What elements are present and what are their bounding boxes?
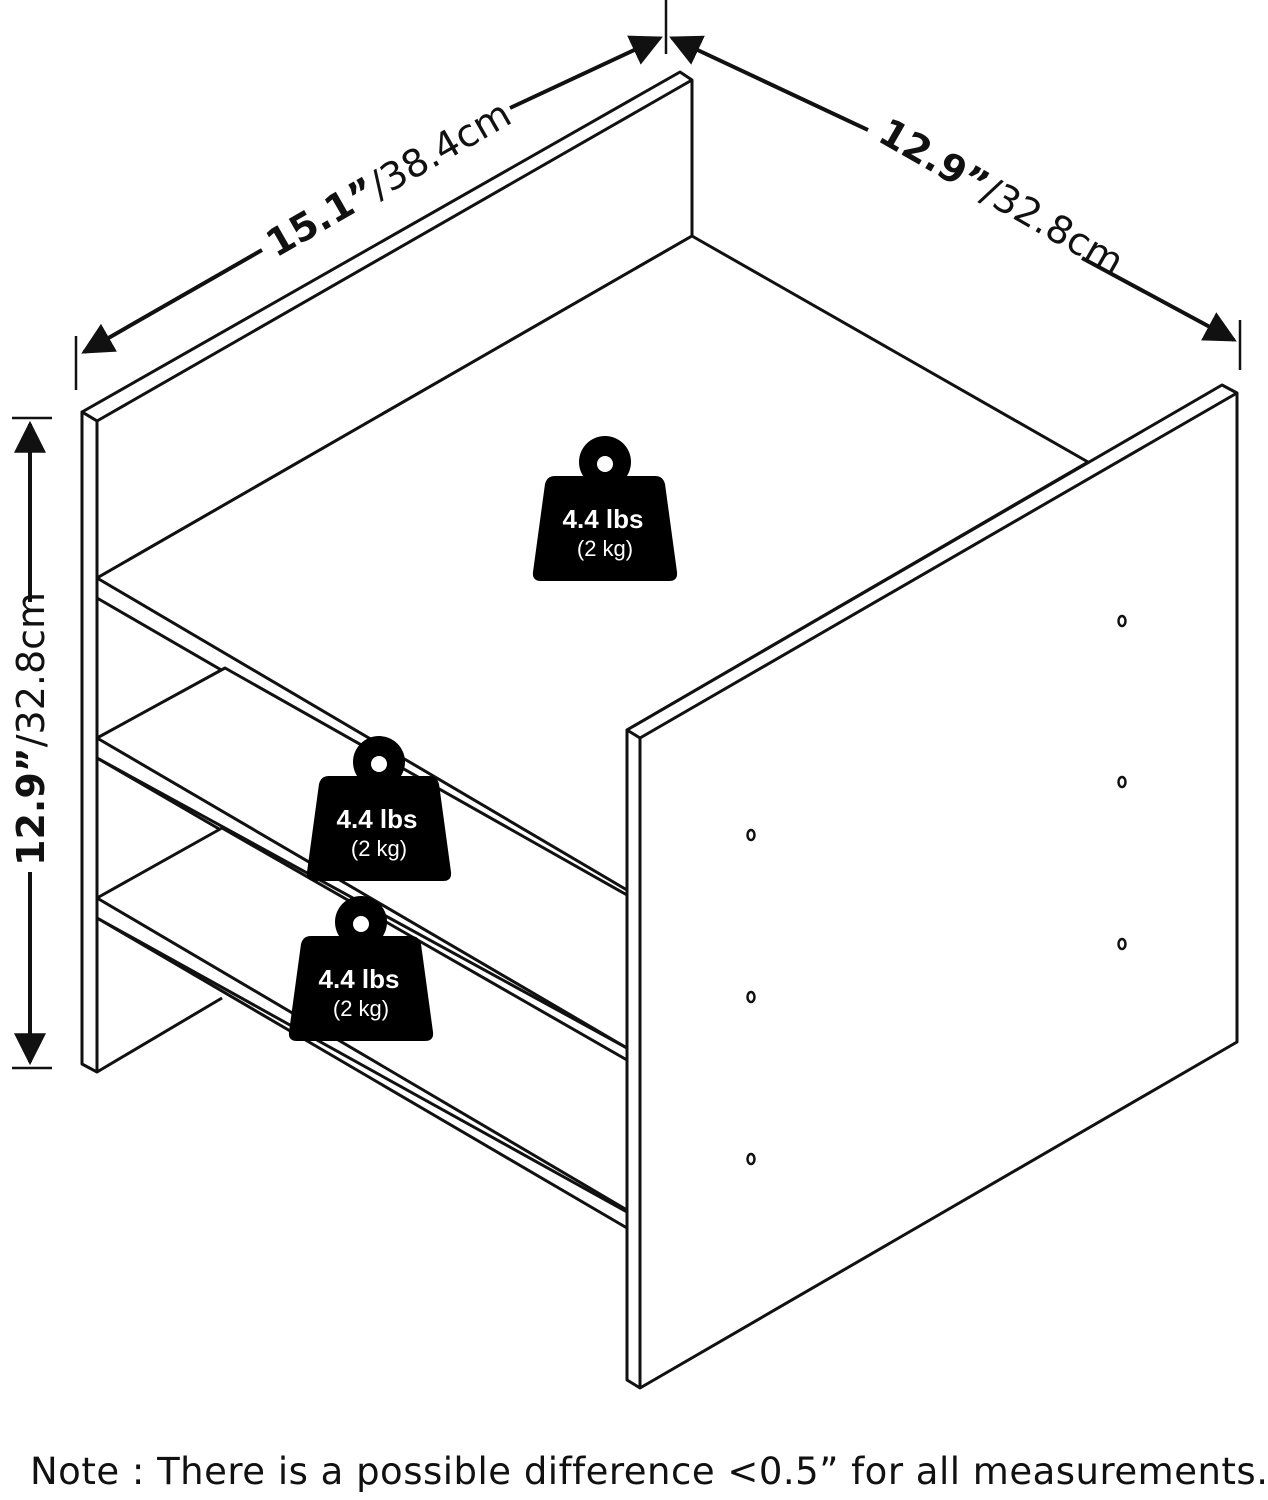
peg-hole — [746, 1152, 756, 1166]
weight-lbs: 4.4 lbs — [319, 964, 400, 994]
depth-dimension — [669, 35, 1242, 370]
shelf-diagram: 15.1”/38.4cm 12.9”/32.8cm 12.9”/32.8cm 4… — [9, 0, 1242, 1390]
weight-icon: 4.4 lbs (2 kg) — [306, 736, 452, 881]
peg-hole — [1117, 614, 1127, 628]
width-dimension — [74, 0, 668, 390]
left-panel — [80, 410, 99, 1074]
peg-hole — [746, 990, 756, 1004]
peg-hole — [746, 828, 756, 842]
shelf-outline — [80, 70, 1239, 1390]
weight-lbs: 4.4 lbs — [563, 504, 644, 534]
height-label: 12.9”/32.8cm — [9, 592, 53, 866]
weight-kg: (2 kg) — [577, 536, 633, 561]
weight-icon: 4.4 lbs (2 kg) — [532, 436, 678, 581]
measurement-note: Note : There is a possible difference <0… — [30, 1450, 1268, 1493]
peg-holes — [746, 614, 1127, 1166]
weight-kg: (2 kg) — [351, 836, 407, 861]
right-panel — [625, 383, 1239, 1390]
depth-label: 12.9”/32.8cm — [872, 110, 1132, 284]
weight-kg: (2 kg) — [333, 996, 389, 1021]
height-dimension — [12, 416, 52, 1070]
peg-hole — [1117, 937, 1127, 951]
weight-icon: 4.4 lbs (2 kg) — [288, 896, 434, 1041]
weight-lbs: 4.4 lbs — [337, 804, 418, 834]
peg-hole — [1117, 775, 1127, 789]
